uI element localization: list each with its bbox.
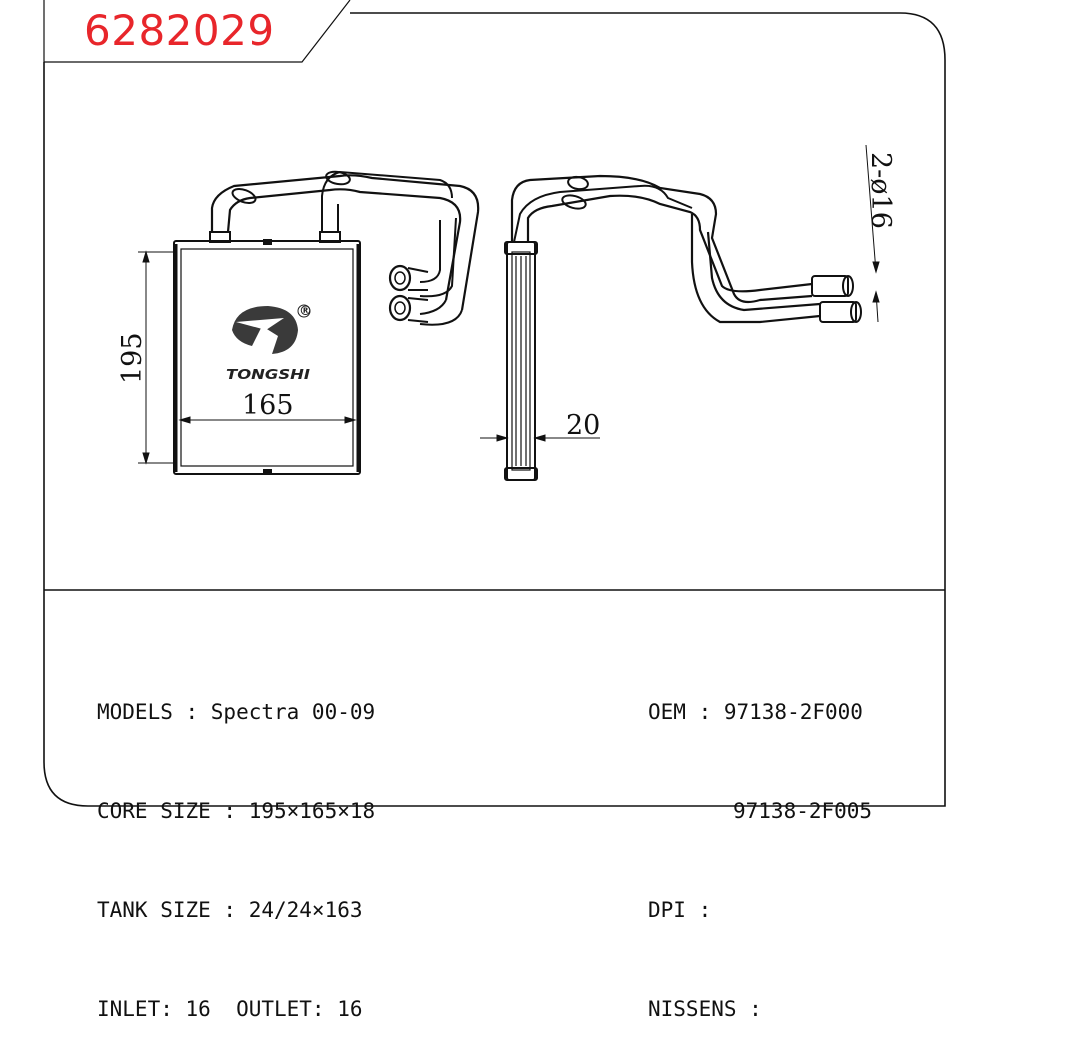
- spec-dpi: DPI :: [648, 898, 712, 922]
- spec-models: MODELS : Spectra 00-09: [97, 700, 376, 724]
- specs-left: MODELS : Spectra 00-09 CORE SIZE : 195×1…: [97, 630, 375, 1059]
- dim-width: 165: [242, 390, 294, 421]
- brand-registered-mark: ®: [299, 304, 312, 319]
- dim-height: 195: [117, 332, 148, 384]
- spec-inlet-outlet: INLET: 16 OUTLET: 16: [97, 997, 363, 1021]
- spec-tank-size: TANK SIZE : 24/24×163: [97, 898, 363, 922]
- side-view-dimensions: [480, 144, 880, 442]
- spec-core-size: CORE SIZE : 195×165×18: [97, 799, 376, 823]
- dim-depth: 20: [566, 410, 600, 441]
- front-view: [173, 170, 480, 475]
- sheet-border: [43, 12, 946, 807]
- spec-nissens: NISSENS :: [648, 997, 762, 1021]
- front-view-dimensions: [138, 250, 357, 465]
- spec-oem: OEM : 97138-2F000: [648, 700, 863, 724]
- specs-right: OEM : 97138-2F000 97138-2F005 DPI : NISS…: [648, 630, 872, 1059]
- spec-oem-2: 97138-2F005: [733, 799, 873, 823]
- part-number-tab: [43, 0, 351, 63]
- brand-name: TONGSHI: [226, 368, 310, 383]
- side-view: [504, 174, 862, 481]
- spec-oem-2-row: 97138-2F005: [648, 795, 872, 828]
- dim-pipe-diameter: 2-ø16: [865, 152, 896, 229]
- part-number: 6282029: [84, 6, 275, 55]
- brand-logo: ® TONGSHI: [226, 304, 312, 383]
- drawing-sheet: ® TONGSHI 195 165: [43, 0, 946, 807]
